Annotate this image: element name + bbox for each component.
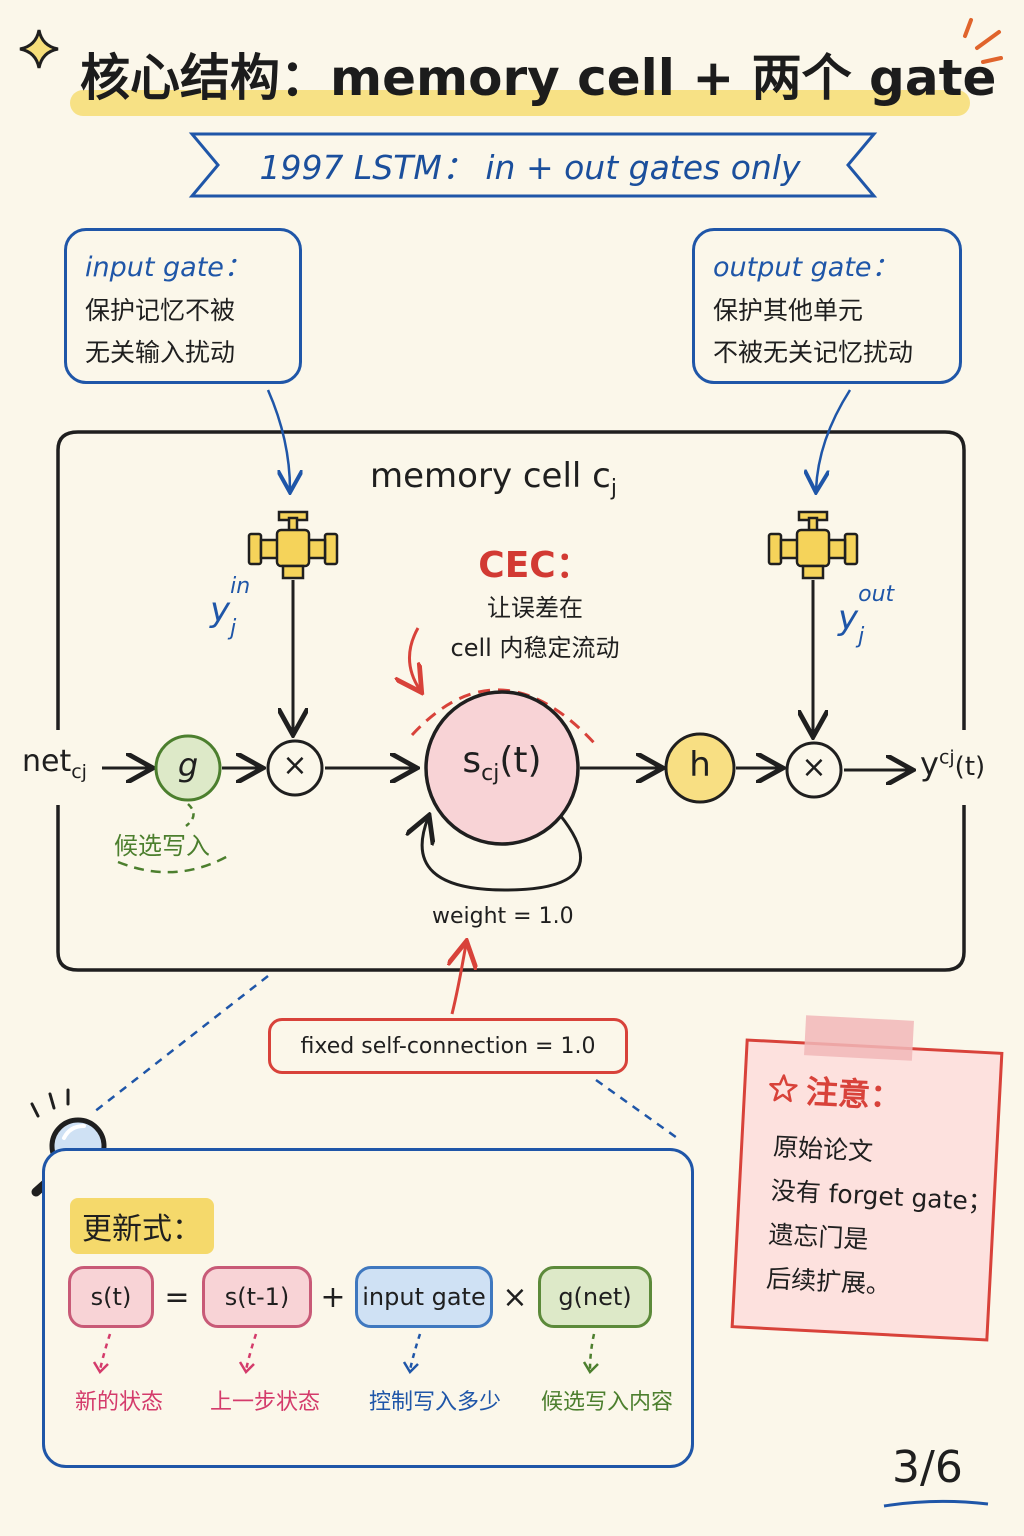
h-node-label: h: [689, 745, 711, 785]
burst-decoration: [963, 18, 1003, 64]
output-note-arrow: [816, 389, 852, 490]
output-label: ycj(t): [920, 745, 985, 783]
page-title: 核心结构：memory cell + 两个 gate: [80, 49, 997, 107]
cec-red-arrow: [409, 627, 420, 690]
y-in-sub: j: [230, 616, 237, 641]
cec-annotation: CEC： 让误差在 cell 内稳定流动: [420, 536, 650, 668]
input-note-arrow: [266, 389, 290, 490]
formula-op-times: ×: [502, 1280, 528, 1315]
page-number-underline: [883, 1499, 989, 1508]
output-multiply-node: [785, 741, 843, 799]
sparkle-decoration: [19, 29, 59, 69]
note-card-body: 原始论文 没有 forget gate； 遗忘门是 后续扩展。: [765, 1125, 996, 1312]
y-in-sup: in: [230, 574, 251, 599]
input-multiply-symbol: ×: [282, 748, 308, 783]
fixed-arrow: [452, 944, 466, 1015]
net-input-main: net: [22, 744, 72, 779]
memory-cell-title-main: memory cell c: [370, 456, 611, 496]
page-number: 3/6: [892, 1442, 963, 1493]
zoom-line-right: [595, 1078, 681, 1142]
note-card-heading: 注意：: [805, 1072, 903, 1116]
formula-op-plus: +: [320, 1280, 346, 1315]
weight-label: weight = 1.0: [432, 904, 574, 929]
g-caption-underline: [117, 854, 229, 874]
fixed-connection-box: fixed self-connection = 1.0: [268, 1018, 628, 1074]
cec-dashed-arc: [410, 688, 598, 747]
formula-op-equals: =: [164, 1280, 190, 1315]
star-icon: [769, 1074, 798, 1103]
memory-cell-frame: [56, 430, 966, 730]
tape-strip: [804, 1015, 914, 1061]
output-multiply-symbol: ×: [801, 750, 827, 785]
g-caption: 候选写入: [114, 832, 210, 860]
formula-explain-state: 新的状态: [74, 1390, 163, 1415]
memory-cell-title: memory cell cj: [370, 456, 617, 501]
g-node: [154, 734, 222, 802]
formula-explain-input-gate: 控制写入多少: [368, 1390, 501, 1415]
input-gate-note-head: input gate：: [85, 252, 251, 283]
note-card-header: 注意：: [767, 1065, 903, 1118]
h-node: [664, 732, 736, 804]
net-input-label: netcj: [22, 744, 87, 783]
formula-explain-prev-state: 上一步状态: [209, 1390, 320, 1415]
output-suffix: (t): [954, 752, 986, 782]
formula-explain-candidate: 候选写入内容: [540, 1390, 673, 1415]
input-gate-note-line: 保护记忆不被: [85, 296, 236, 325]
formula-term-input-gate: input gate: [355, 1266, 493, 1328]
self-loop-arrow: [422, 815, 583, 892]
note-card: 注意： 原始论文 没有 forget gate； 遗忘门是 后续扩展。: [730, 1038, 1004, 1342]
memory-cell-title-sub: j: [610, 475, 617, 501]
output-sup: cj: [938, 746, 955, 769]
output-gate-note-line: 保护其他单元: [713, 296, 864, 325]
formula-term-prev-state: s(t-1): [202, 1266, 312, 1328]
subtitle-ribbon: [188, 132, 878, 198]
output-gate-valve-icon: [767, 510, 859, 580]
y-out-sup: out: [858, 582, 895, 607]
memory-cell-frame-bottom: [56, 805, 966, 972]
input-gate-note-line: 无关输入扰动: [85, 338, 236, 367]
title-highlight: [70, 90, 970, 116]
y-out-main: y: [838, 598, 859, 638]
y-in-main: y: [210, 590, 231, 630]
net-input-sub: cj: [71, 761, 87, 783]
output-gate-note-line: 不被无关记忆扰动: [713, 338, 914, 367]
input-gate-valve-icon: [247, 510, 339, 580]
cec-line: cell 内稳定流动: [450, 634, 620, 662]
formula-title: 更新式：: [70, 1198, 214, 1254]
zoom-line-left: [93, 975, 269, 1113]
state-node-label: scj(t): [440, 740, 564, 786]
y-out-sub: j: [858, 624, 865, 649]
state-main: s: [462, 740, 482, 781]
title-area: 核心结构：memory cell + 两个 gate: [70, 30, 996, 120]
input-multiply-node: [266, 739, 324, 797]
g-caption-pointer: [185, 803, 195, 827]
subtitle: 1997 LSTM： in + out gates only: [259, 148, 801, 187]
formula-term-state: s(t): [68, 1266, 154, 1328]
output-gate-note-head: output gate：: [713, 252, 899, 283]
cec-line: 让误差在: [487, 594, 583, 622]
state-suffix: (t): [499, 740, 542, 781]
output-gate-note: output gate： 保护其他单元 不被无关记忆扰动: [692, 228, 962, 384]
formula-term-candidate: g(net): [538, 1266, 652, 1328]
state-sub: cj: [481, 761, 500, 787]
state-node: [424, 690, 580, 846]
input-gate-note: input gate： 保护记忆不被 无关输入扰动: [64, 228, 302, 384]
output-main: y: [920, 745, 939, 783]
g-node-label: g: [177, 746, 199, 784]
cec-heading: CEC：: [478, 545, 592, 586]
sparkle-icon: [19, 29, 59, 69]
